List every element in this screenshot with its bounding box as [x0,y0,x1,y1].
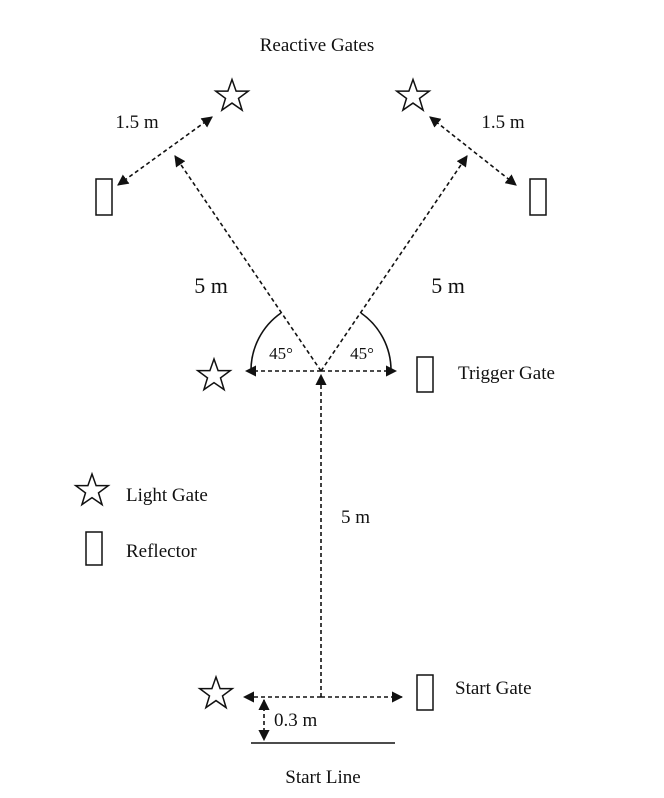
trigger-gate-label: Trigger Gate [458,363,555,384]
left-reflector-distance-arrow [117,116,213,186]
right-diagonal-arrow [320,155,468,372]
left-angle-label: 45° [269,344,293,363]
light-gate-star-icon [394,77,432,112]
start-light-gate-star-icon [197,674,235,710]
center-distance-label: 5 m [341,507,370,528]
trigger-reflector-rectangle-icon [416,356,434,393]
legend-star-icon [73,471,111,507]
right-reflector-distance-arrow [429,116,517,186]
right-angle-label: 45° [350,344,374,363]
left-reflector-distance-label: 1.5 m [115,112,159,133]
legend: Light Gate Reflector [73,471,208,566]
legend-reflector-label: Reflector [126,541,197,562]
right-reflector-distance-label: 1.5 m [481,112,525,133]
start-reflector-rectangle-icon [416,674,434,711]
left-diagonal-distance-label: 5 m [194,273,228,298]
reactive-gates-label: Reactive Gates [260,35,374,56]
trigger-light-gate-star-icon [195,356,233,392]
right-diagonal-distance-label: 5 m [431,273,465,298]
left-angle-arc [250,312,282,372]
right-angle-arc [360,312,392,372]
left-diagonal-arrow [174,155,322,372]
start-line-label: Start Line [285,767,360,788]
reflector-rectangle-icon [529,178,547,216]
reflector-rectangle-icon [95,178,113,216]
legend-light-gate-label: Light Gate [126,485,208,506]
start-gate-label: Start Gate [455,678,532,699]
light-gate-star-icon [213,77,251,112]
legend-reflector-icon [85,531,103,566]
start-offset-label: 0.3 m [274,710,318,731]
